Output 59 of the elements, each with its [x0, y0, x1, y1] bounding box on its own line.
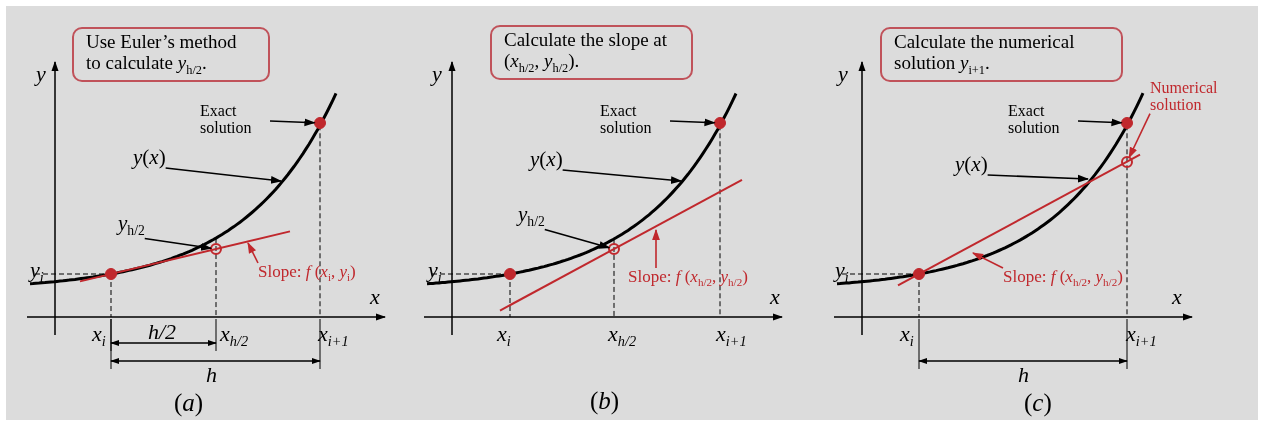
- data-point: [1121, 117, 1133, 129]
- tick-label: x$_{i+1}$: [716, 322, 747, 350]
- axis-label: y: [36, 62, 46, 86]
- leader-line: [247, 242, 259, 264]
- leader-line: [164, 167, 283, 184]
- annotation-text: Exact solution: [1008, 103, 1078, 137]
- curve-label: y(x): [133, 146, 166, 169]
- dimension-label: h: [1018, 363, 1029, 387]
- panel-caption: (b): [590, 388, 620, 415]
- leader-line: [669, 118, 716, 127]
- leader-line: [1128, 112, 1151, 159]
- hollow-data-point: [1121, 156, 1133, 168]
- axis-label: y: [432, 62, 442, 86]
- annotation-text: Exact solution: [600, 103, 670, 137]
- tick-label: y$_{i}$: [835, 258, 849, 286]
- leader-line: [986, 174, 1090, 183]
- tick-label: x$_{i}$: [497, 322, 511, 350]
- tick-label: x$_{h/2}$: [608, 322, 637, 350]
- data-point: [714, 117, 726, 129]
- tick-label: x$_{i+1}$: [1126, 322, 1157, 350]
- leader-line: [269, 118, 316, 127]
- slope-label: Slope: f (x$_{h/2}$, y$_{h/2}$): [1003, 268, 1123, 289]
- curve-label: y(x): [955, 153, 988, 176]
- leader-line: [972, 252, 1004, 269]
- axis-label: x: [1172, 285, 1182, 309]
- leader-line: [1077, 118, 1123, 127]
- data-point: [504, 268, 516, 280]
- curve-label: y(x): [530, 148, 563, 171]
- leader-line: [543, 228, 611, 249]
- dimension-label: h: [206, 363, 217, 387]
- panel-caption: (a): [174, 390, 204, 417]
- panel-caption: (c): [1024, 390, 1052, 417]
- axis-label: y: [838, 62, 848, 86]
- tick-label: x$_{i+1}$: [318, 322, 349, 350]
- slope-label: Slope: f (x$_{i}$, y$_{i}$): [258, 263, 356, 284]
- tick-label: y$_{i}$: [30, 258, 44, 286]
- annotation-text: Numerical solution: [1150, 80, 1220, 114]
- leader-line: [143, 237, 213, 251]
- tick-label: x$_{i}$: [92, 322, 106, 350]
- axis-label: x: [770, 285, 780, 309]
- curve-label: y$_{h/2}$: [118, 212, 145, 239]
- leader-line: [652, 228, 660, 269]
- step-note-box: Use Euler’s method to calculate y$_{h/2}$.: [72, 27, 270, 83]
- slope-label: Slope: f (x$_{h/2}$, y$_{h/2}$): [628, 268, 748, 289]
- curve-label: y$_{h/2}$: [518, 203, 545, 230]
- hollow-data-point: [210, 243, 222, 255]
- data-point: [105, 268, 117, 280]
- tick-label: x$_{i}$: [900, 322, 914, 350]
- annotation-text: Exact solution: [200, 103, 270, 137]
- tick-label: x$_{h/2}$: [220, 322, 249, 350]
- tick-label: y$_{i}$: [428, 258, 442, 286]
- data-point: [314, 117, 326, 129]
- axis-label: x: [370, 285, 380, 309]
- data-point: [913, 268, 925, 280]
- step-note-box: Calculate the slope at (x$_{h/2}$, y$_{h/2}$).: [490, 25, 693, 81]
- leader-line: [561, 169, 683, 184]
- dimension-label: h/2: [148, 320, 177, 344]
- step-note-box: Calculate the numerical solution y$_{i+1}$.: [880, 27, 1123, 83]
- hollow-data-point: [608, 243, 620, 255]
